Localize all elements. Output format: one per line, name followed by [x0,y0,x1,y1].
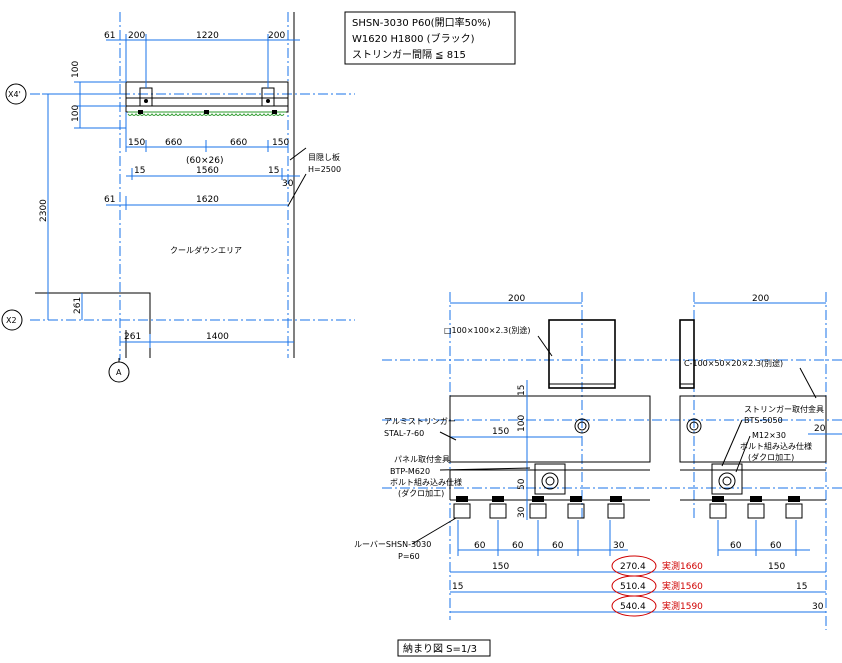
dim-row-61: 61 [104,195,115,205]
label-bts-title: ストリンガー取付金具 [744,404,824,414]
plan-view: X4' X2 A 61 200 1220 200 [1,12,355,383]
louver-blades-right [709,496,803,519]
label-bt-note1: ボルト組み込み仕様 [390,477,462,487]
spec-line-2: W1620 H1800 (ブラック) [352,32,475,45]
bolt-beam-right [686,418,702,434]
label-bt-code: BTP-M620 [390,467,430,476]
c-channel-post [679,319,695,389]
label-louver-title: ルーバーSHSN-3030 [354,540,431,549]
dim-v-30: 30 [282,179,294,189]
post-left [139,87,153,107]
dim-top-1220: 1220 [196,31,219,41]
callout-3-cloud [611,595,657,617]
label-bt-note2: (ダクロ加工) [398,488,444,498]
dim-pitch-30: 30 [613,541,625,551]
louver-blades-left [453,496,625,519]
dim-top-200b: 200 [268,31,285,41]
post-right [261,87,275,107]
grid-marker-x2 [1,309,23,331]
dim-v-100a: 100 [71,61,81,78]
dim-row-1620: 1620 [196,195,219,205]
bolt-beam-left [574,418,590,434]
screen-label: 目隠し板 [308,152,340,162]
dim-bot-261: 261 [124,332,141,342]
callout-2-value: 510.4 [620,582,646,592]
callout-1-value: 270.4 [620,562,646,572]
dim-bot-1400: 1400 [206,332,229,342]
louver-frame [125,81,289,113]
caption-box: 納まり図 S=1/3 [397,639,491,657]
dim-row3-15a: 15 [452,582,463,592]
dim-v-261: 261 [73,297,83,314]
label-m12-note1: ボルト組み込み仕様 [740,441,812,451]
spec-line-3: ストリンガー間隔 ≦ 815 [352,49,466,61]
dim-detail-v15: 15 [517,385,527,396]
label-m12-note2: (ダクロ加工) [748,452,794,462]
grid-label-x4: X4' [8,90,21,99]
label-post: □100×100×2.3(別途) [444,325,530,335]
dim-top-61: 61 [104,31,115,41]
bracket-right [711,463,743,495]
grid-marker-x4 [5,83,27,105]
dim-row-150a: 150 [128,138,145,148]
label-c-channel: C-100×50×20×2.3(別途) [684,358,783,368]
grid-label-a: A [116,368,122,377]
cool-down-area: クールダウンエリア [170,245,242,255]
dim-row-660a: 660 [165,138,182,148]
dim-row4-30: 30 [812,602,824,612]
dim-top-200a: 200 [128,31,145,41]
square-post [548,319,616,389]
screen-height: H=2500 [308,165,341,174]
dim-detail-v100: 100 [517,415,527,432]
dim-row-15b: 15 [268,166,279,176]
dim-pitch-60d: 60 [730,541,742,551]
dim-row2-150b: 150 [768,562,785,572]
dim-pitch: (60×26) [186,156,223,166]
dim-row2-150a: 150 [492,562,509,572]
spec-box: SHSN-3030 P60(開口率50%) W1620 H1800 (ブラック)… [344,11,516,65]
dim-row3-15b: 15 [796,582,807,592]
dim-pitch-60e: 60 [770,541,782,551]
detail-view: 200 200 [354,292,842,630]
stringer-beam-left [449,395,651,463]
dim-row-150b: 150 [272,138,289,148]
callout-3-value: 540.4 [620,602,646,612]
callout-3-text: 実測1590 [662,600,703,612]
callout-1-text: 実測1660 [662,560,703,572]
dim-row-660b: 660 [230,138,247,148]
label-bts-code: BTS-5050 [744,416,783,425]
dim-pitch-60b: 60 [512,541,524,551]
dim-detail-200b: 200 [752,294,769,304]
dim-v-100b: 100 [71,105,81,122]
dim-detail-v50: 50 [517,478,527,490]
dim-detail-v30: 30 [517,506,527,518]
label-bt-title: パネル取付金具 [394,454,450,464]
spec-line-1: SHSN-3030 P60(開口率50%) [352,16,491,29]
dim-detail-200a: 200 [508,294,525,304]
dim-row-15a: 15 [134,166,145,176]
caption-text: 納まり図 S=1/3 [403,642,477,655]
dim-v-2300: 2300 [39,199,49,222]
dim-pitch-60a: 60 [474,541,486,551]
label-stringer-title: アルミストリンガー [384,416,456,426]
bracket-left [534,463,566,495]
label-louver-pitch: P=60 [398,552,420,561]
dim-row-1560: 1560 [196,166,219,176]
dim-pitch-60c: 60 [552,541,564,551]
callout-2-text: 実測1560 [662,580,703,592]
dim-detail-h20: 20 [814,424,826,434]
grid-label-x2: X2 [6,316,17,325]
dim-detail-h150: 150 [492,427,509,437]
label-stringer-code: STAL-7-60 [384,429,424,438]
label-m12: M12×30 [752,431,786,440]
